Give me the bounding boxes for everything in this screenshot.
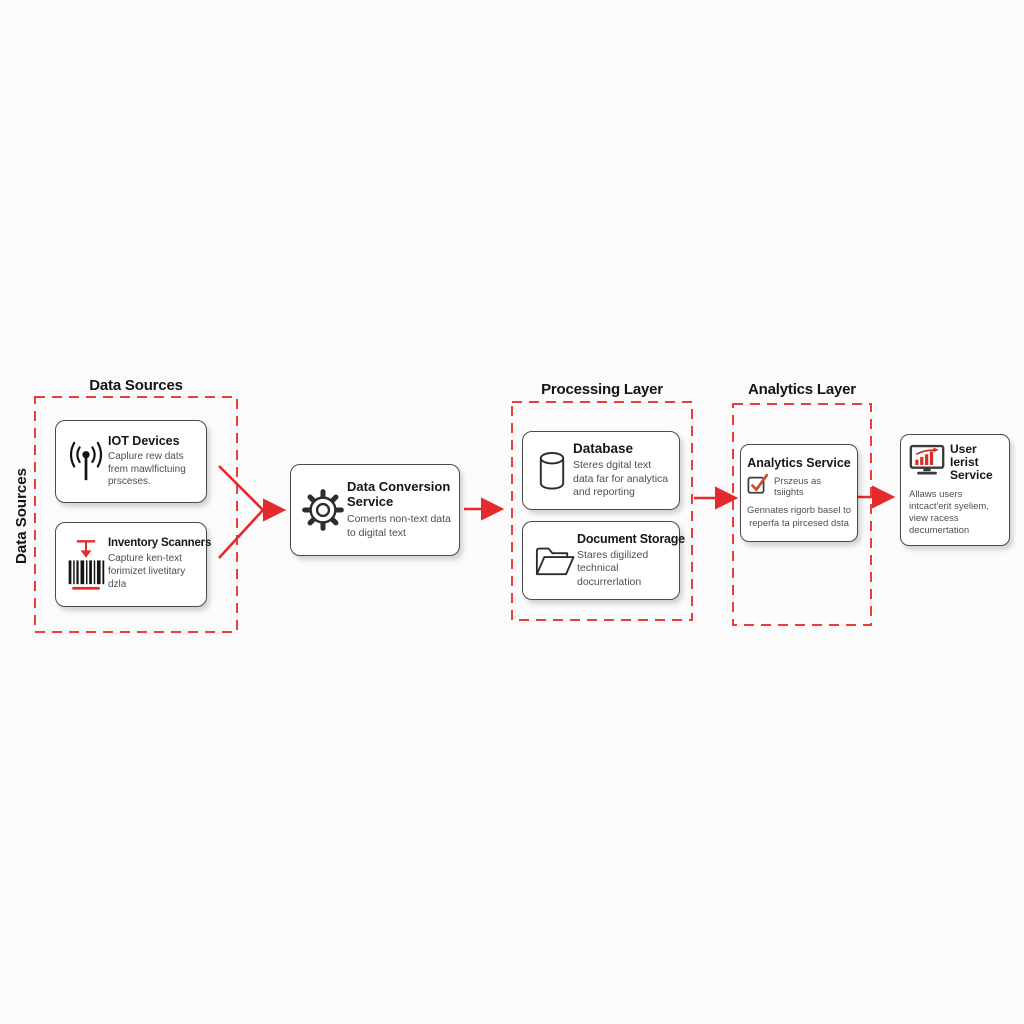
data-sources-group-title: Data Sources	[89, 377, 183, 394]
analytics-service-description: Gennates rigorb basel to reperfa ta pirc…	[746, 505, 852, 529]
iot-devices-description: Caplure rew dats frem mawlfictuing prsce…	[108, 450, 186, 488]
user-interface-description: Allaws users intcact'erit syeliem, view …	[909, 488, 989, 537]
analytics-service-node: Analytics Service Prszeus as tsiights Ge…	[740, 444, 858, 542]
document-storage-description: Stares digilized technical docurrerlatio…	[577, 548, 649, 588]
data-sources-side-label: Data Sources	[13, 468, 30, 564]
database-node: Database Steres dgital text data far for…	[522, 431, 680, 510]
inventory-scanners-node: Inventory Scanners Capture ken-text fori…	[55, 522, 212, 607]
iot-devices-node: IOT Devices Caplure rew dats frem mawlfi…	[55, 420, 207, 503]
analytics-service-caption: Prszeus as tsiights	[774, 475, 821, 498]
iot-to-conversion-line	[218, 465, 264, 511]
inventory-scanners-description: Capture ken-text forimizet livetitary dz…	[108, 553, 186, 590]
document-storage-title: Document Storage	[577, 531, 685, 546]
database-title: Database	[573, 441, 634, 457]
monitor-chart-icon	[909, 444, 945, 482]
folder-icon	[531, 543, 577, 579]
data-conversion-description: Comerts non-text data to digital text	[347, 513, 451, 539]
checkbox-check-icon	[746, 472, 770, 501]
user-interface-title: User Ierist Service	[950, 442, 993, 483]
database-description: Steres dgital text data far for analytic…	[573, 459, 669, 499]
document-storage-node: Document Storage Stares digilized techni…	[522, 521, 685, 600]
gear-icon	[299, 488, 347, 532]
barcode-icon	[64, 534, 108, 596]
user-interface-service-node: User Ierist Service Allaws users intcact…	[900, 434, 1010, 546]
data-conversion-service-node: Data Conversion Service Comerts non-text…	[290, 464, 460, 556]
analytics-service-title: Analytics Service	[747, 456, 851, 471]
processing-group-title: Processing Layer	[541, 381, 663, 398]
iot-antenna-icon	[64, 439, 108, 485]
analytics-group-title: Analytics Layer	[748, 381, 856, 398]
scanner-to-conversion-line	[218, 509, 264, 559]
data-conversion-title: Data Conversion Service	[347, 479, 451, 509]
iot-devices-title: IOT Devices	[108, 433, 180, 448]
database-icon	[531, 449, 573, 493]
inventory-scanners-title: Inventory Scanners	[108, 537, 212, 550]
